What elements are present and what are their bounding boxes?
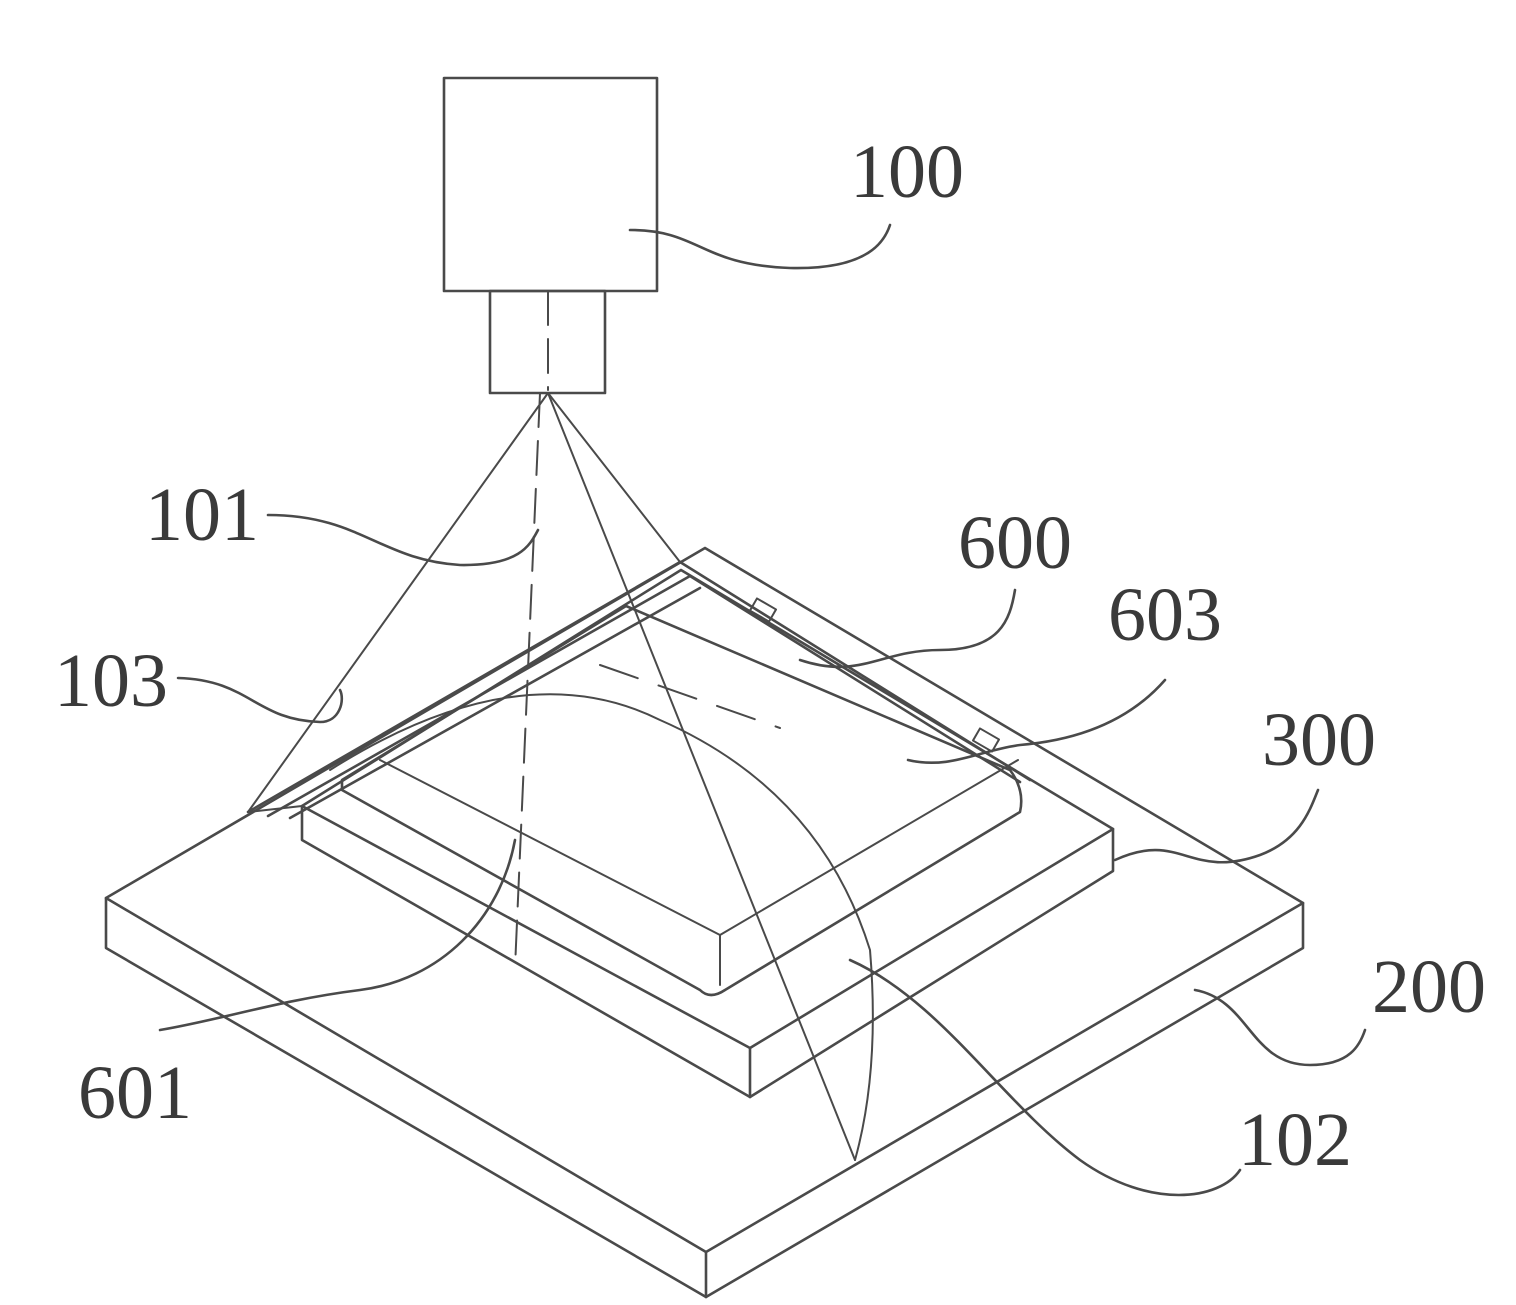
rail-right-outer [680,562,1030,780]
label-103: 103 [54,639,168,723]
workpiece-edge-left [380,760,720,935]
workpiece-top [342,606,1021,995]
label-200: 200 [1372,945,1486,1029]
camera-body [444,78,657,291]
stage-300 [302,570,1113,1097]
reference-numerals: 100 101 103 600 603 300 200 102 601 [54,130,1486,1182]
rail-inner [290,588,700,818]
label-101: 101 [145,473,259,557]
leader-101 [268,515,538,565]
label-102: 102 [1238,1098,1352,1182]
cone-edge-103 [248,393,548,812]
cone-edge-back [548,393,680,562]
camera-100 [444,78,657,393]
rail-right-inner [690,576,1020,782]
label-600: 600 [958,501,1072,585]
workpiece [342,606,1021,995]
label-100: 100 [850,130,964,214]
frame-600 [248,562,1030,818]
frame-marker-upper [750,598,776,621]
field-of-view-102 [330,694,873,1160]
leader-102 [850,960,1240,1195]
stage-sides [302,806,1113,1097]
label-603: 603 [1108,573,1222,657]
label-601: 601 [78,1051,192,1135]
leader-601 [160,840,515,1030]
leader-100 [630,225,890,268]
cone-edge-front [548,393,855,1160]
rail-outer [248,562,680,812]
leader-200 [1195,990,1365,1065]
scan-line [600,665,780,728]
label-300: 300 [1262,698,1376,782]
substrate-sides [106,898,1303,1297]
leader-lines [160,225,1365,1195]
view-cone [248,393,873,1160]
